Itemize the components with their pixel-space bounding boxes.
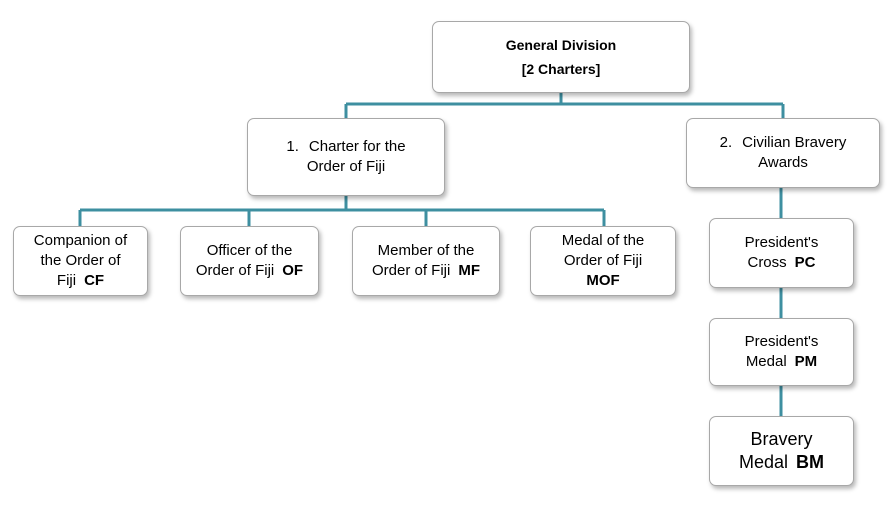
charter-2-number: 2. <box>719 134 733 152</box>
of-abbreviation: OF <box>282 262 304 279</box>
bm-abbreviation: BM <box>796 452 825 472</box>
mof-abbreviation: MOF <box>586 271 620 289</box>
general-division-title: General Division <box>505 36 617 53</box>
mf-abbreviation: MF <box>458 262 481 279</box>
general-division-subtitle: [2 Charters] <box>521 61 601 77</box>
pm-abbreviation: PM <box>794 353 818 370</box>
pc-abbreviation: PC <box>794 254 816 271</box>
charter-1-number: 1. <box>286 138 299 156</box>
charter-2-line-1: 2.Civilian Bravery <box>719 134 847 152</box>
cf-abbreviation: CF <box>84 271 105 289</box>
charter-2-line-2: Awards <box>758 154 808 171</box>
charter-1-line-2: Order of Fiji <box>306 158 386 175</box>
medal-order-of-fiji-node: Medal of the Order of Fiji MOF <box>530 226 676 296</box>
charter-civilian-bravery-node: 2.Civilian Bravery Awards <box>686 118 880 188</box>
charter-order-of-fiji-node: 1.Charter for the Order of Fiji <box>247 118 445 196</box>
charter-1-line-1: 1.Charter for the <box>286 138 406 156</box>
general-division-node: General Division [2 Charters] <box>432 21 690 93</box>
